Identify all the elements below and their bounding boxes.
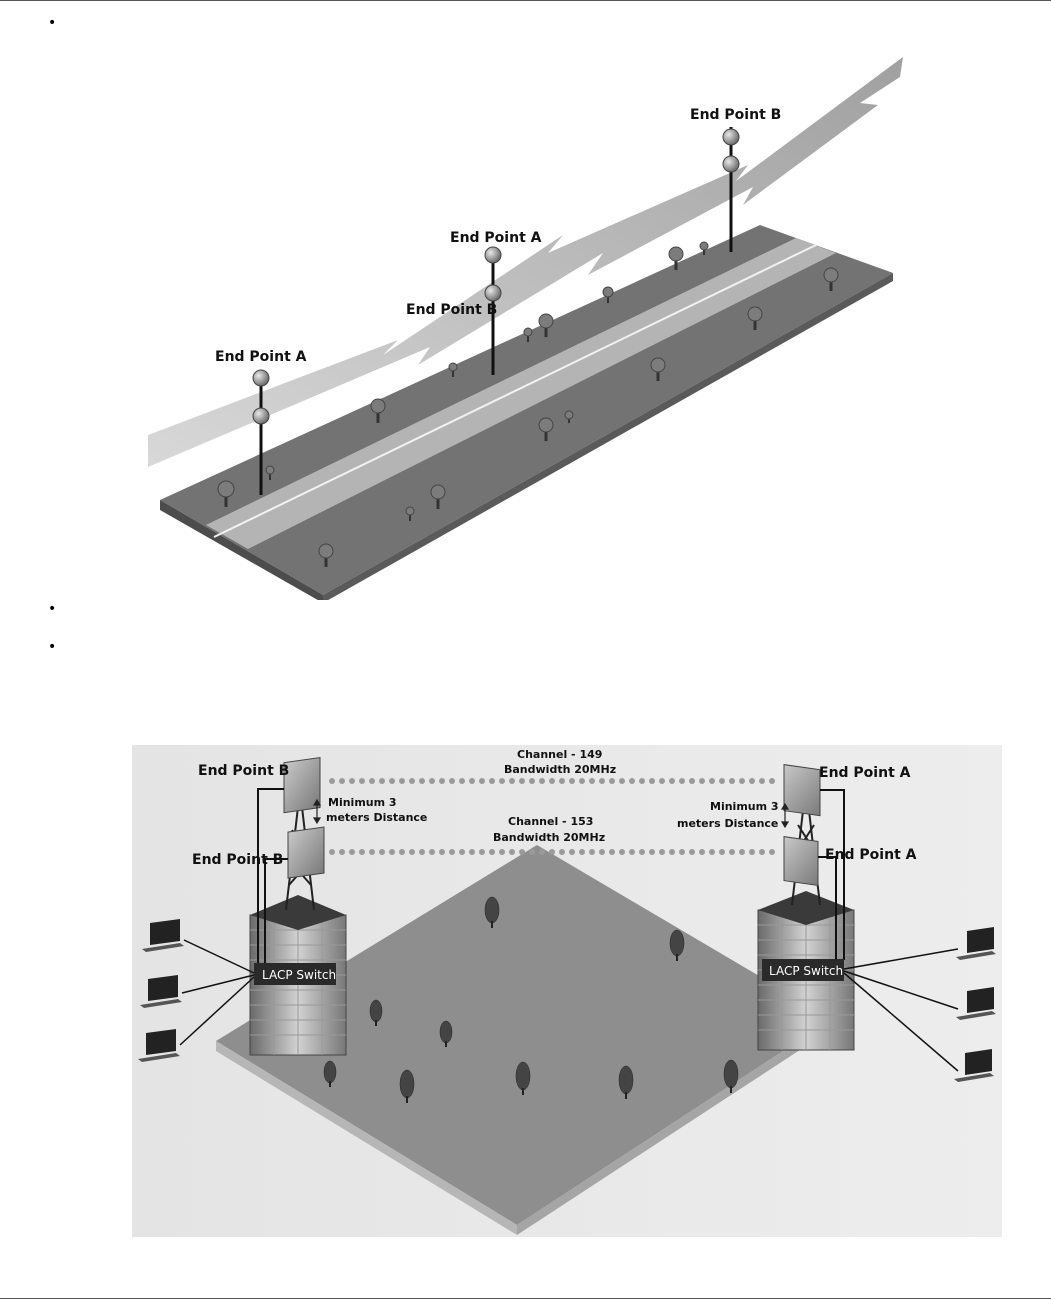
label-channel-153: Channel - 153 (508, 815, 593, 828)
road-link-diagram: End Point A End Point A End Point B End … (148, 55, 908, 600)
lacp-switch-right-label: LACP Switch (769, 964, 843, 978)
lacp-aggregation-diagram: LACP Switch LACP Switch (132, 745, 1002, 1237)
label-end-point-a-middle: End Point A (450, 230, 542, 246)
label-end-point-b-middle: End Point B (406, 302, 497, 318)
bullet-2: • (48, 602, 56, 616)
label-min-distance-right-1: Minimum 3 (710, 800, 779, 813)
radio-right-bottom (784, 837, 818, 886)
label-bandwidth-top: Bandwidth 20MHz (504, 763, 616, 776)
bullet-3: • (48, 640, 56, 654)
bottom-rule (0, 1298, 1051, 1299)
label-end-point-b-bottom: End Point B (192, 852, 283, 868)
label-min-distance-left-1: Minimum 3 (328, 796, 397, 809)
label-channel-149: Channel - 149 (517, 748, 602, 761)
label-end-point-a-left: End Point A (215, 349, 307, 365)
top-rule (0, 0, 1051, 1)
label-end-point-a-bottom: End Point A (825, 847, 917, 863)
bullet-1: • (48, 16, 56, 30)
radio-right-top (784, 765, 820, 816)
label-min-distance-left-2: meters Distance (326, 811, 427, 824)
label-end-point-b-right: End Point B (690, 107, 781, 123)
label-end-point-a-top: End Point A (819, 765, 911, 781)
label-bandwidth-bottom: Bandwidth 20MHz (493, 831, 605, 844)
radio-left-bottom (288, 827, 324, 878)
lacp-switch-left-label: LACP Switch (262, 968, 336, 982)
label-min-distance-right-2: meters Distance (677, 817, 778, 830)
label-end-point-b-top: End Point B (198, 763, 289, 779)
